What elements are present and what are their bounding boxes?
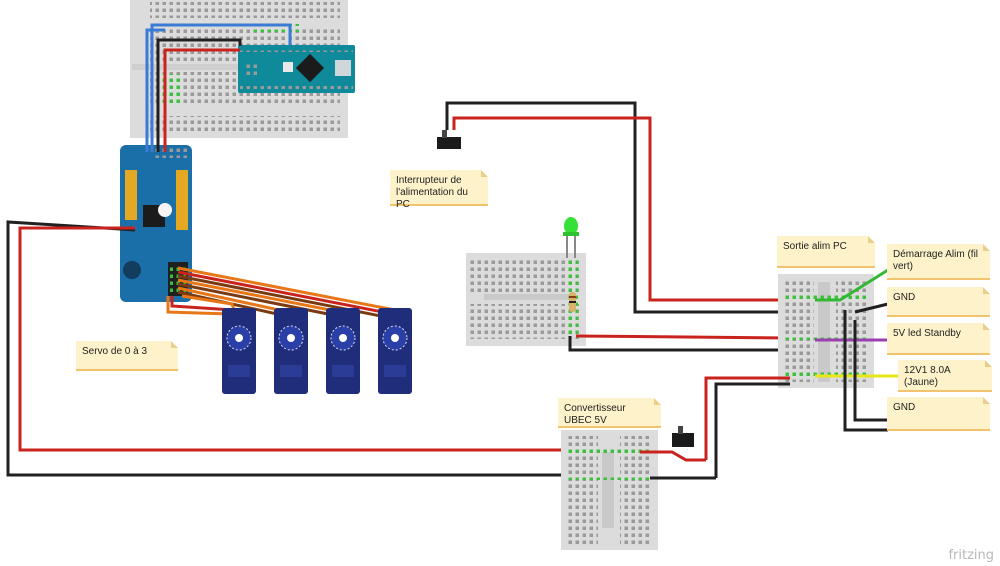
pca9685-servo-driver	[120, 145, 192, 302]
breadboard-bottom	[561, 430, 658, 550]
note-switch: Interrupteur de l'alimentation du PC	[390, 170, 488, 210]
resistor-icon	[569, 292, 576, 312]
breadboard-right	[778, 274, 874, 388]
breadboard-middle	[466, 253, 586, 346]
note-standby: 5V led Standby	[887, 323, 990, 355]
note-demarrage: Démarrage Alim (fil vert)	[887, 244, 990, 280]
note-gnd1: GND	[887, 287, 990, 317]
wires-left	[6, 220, 565, 477]
toggle-switch-icon	[437, 101, 790, 314]
note-12v: 12V1 8.0A (Jaune)	[898, 360, 992, 392]
note-gnd2: GND	[887, 397, 990, 431]
toggle-switch-icon	[640, 426, 716, 480]
servo-icon	[222, 308, 412, 394]
arduino-nano	[238, 45, 355, 93]
note-sortie: Sortie alim PC	[777, 236, 875, 268]
fritzing-watermark: fritzing	[948, 548, 994, 563]
wires-driver-nano	[145, 23, 292, 152]
note-ubec: Convertisseur UBEC 5V	[558, 398, 661, 428]
led-icon	[563, 217, 579, 258]
note-servo: Servo de 0 à 3	[76, 341, 178, 371]
wires-right	[704, 268, 900, 478]
